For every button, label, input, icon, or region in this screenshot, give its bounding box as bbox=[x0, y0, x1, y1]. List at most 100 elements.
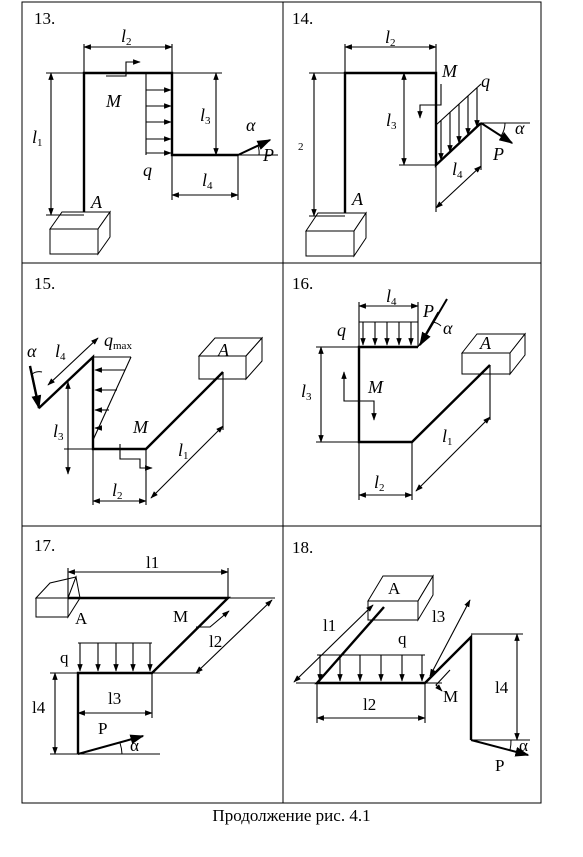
panel-number: 14. bbox=[292, 9, 313, 28]
dimensions bbox=[50, 568, 275, 755]
distributed-load-q bbox=[317, 654, 425, 682]
support-block-a bbox=[367, 574, 434, 622]
label-l3: l3 bbox=[386, 110, 397, 132]
label-alpha: α bbox=[246, 115, 256, 135]
moment-m bbox=[196, 610, 230, 628]
label-l4: l4 bbox=[202, 170, 213, 192]
moment-m bbox=[435, 669, 451, 692]
force-p bbox=[417, 298, 448, 348]
panel-17: 17. bbox=[32, 536, 275, 755]
label-p: P bbox=[98, 719, 107, 738]
moment-m bbox=[417, 84, 442, 119]
panel-18: 18. bbox=[292, 538, 530, 775]
force-p bbox=[237, 139, 278, 156]
support-block-a bbox=[305, 211, 367, 258]
label-p: P bbox=[492, 144, 504, 164]
force-p bbox=[480, 122, 530, 144]
dimensions bbox=[46, 44, 239, 216]
label-a: A bbox=[217, 340, 230, 360]
panel-15: 15. bbox=[27, 274, 264, 505]
support-block-a bbox=[49, 210, 111, 256]
label-l3: l3 bbox=[200, 105, 211, 127]
dimensions bbox=[309, 44, 482, 217]
label-a: A bbox=[75, 609, 88, 628]
label-p: P bbox=[422, 301, 434, 321]
panel-number: 16. bbox=[292, 274, 313, 293]
label-q: q bbox=[481, 71, 490, 91]
moment-m bbox=[341, 371, 377, 421]
force-p bbox=[77, 734, 160, 755]
panel-number: 17. bbox=[34, 536, 55, 555]
label-m: M bbox=[367, 377, 384, 397]
label-l1: l1 bbox=[323, 616, 336, 635]
label-alpha: α bbox=[515, 118, 525, 138]
label-p: P bbox=[495, 756, 504, 775]
label-alpha: α bbox=[443, 318, 453, 338]
figure-caption: Продолжение рис. 4.1 bbox=[212, 806, 371, 825]
dimensions bbox=[47, 337, 224, 505]
label-m: M bbox=[132, 417, 149, 437]
label-l1: l1 bbox=[146, 553, 159, 572]
panel-number: 18. bbox=[292, 538, 313, 557]
label-m: M bbox=[173, 607, 188, 626]
label-l1: l1 bbox=[178, 440, 189, 462]
panel-number: 13. bbox=[34, 9, 55, 28]
label-l4: l4 bbox=[32, 698, 46, 717]
distributed-load-q bbox=[145, 73, 172, 156]
label-l4: l4 bbox=[55, 341, 66, 363]
label-l2: l2 bbox=[374, 472, 385, 494]
label-l4: l4 bbox=[452, 159, 463, 181]
label-alpha: α bbox=[519, 736, 528, 755]
support-block-a bbox=[460, 332, 527, 376]
moment-m bbox=[106, 59, 141, 77]
label-l4: l4 bbox=[386, 286, 397, 308]
label-alpha: α bbox=[27, 341, 37, 361]
label-l2: l2 bbox=[363, 695, 376, 714]
label-l3: l3 bbox=[108, 689, 121, 708]
label-l3: l3 bbox=[301, 381, 312, 403]
force-p bbox=[470, 739, 530, 757]
label-m: M bbox=[443, 687, 458, 706]
support-block-a bbox=[34, 575, 81, 619]
label-m: M bbox=[441, 61, 458, 81]
label-l2: l2 bbox=[385, 27, 396, 49]
label-side: 2 bbox=[298, 141, 304, 153]
frame bbox=[343, 71, 482, 213]
panel-14: 14. bbox=[292, 9, 530, 258]
panel-number: 15. bbox=[34, 274, 55, 293]
dimensions bbox=[316, 302, 491, 500]
label-l3: l3 bbox=[432, 607, 445, 626]
label-m: M bbox=[105, 91, 122, 111]
support-block-a bbox=[197, 336, 264, 381]
label-l1: l1 bbox=[32, 127, 43, 149]
label-l4: l4 bbox=[495, 678, 509, 697]
label-q: q bbox=[143, 160, 152, 180]
label-qmax: qmax bbox=[104, 330, 132, 352]
force-alpha bbox=[29, 365, 43, 410]
label-q: q bbox=[337, 320, 346, 340]
panel-16: 16. bbox=[292, 274, 527, 500]
moment-m bbox=[119, 444, 153, 471]
label-alpha: α bbox=[130, 736, 139, 755]
label-a: A bbox=[479, 333, 492, 353]
panel-13: 13. bbox=[32, 9, 278, 256]
label-a: A bbox=[351, 189, 364, 209]
label-q: q bbox=[398, 629, 407, 648]
frame bbox=[68, 596, 231, 754]
label-l3: l3 bbox=[53, 421, 64, 443]
label-a: A bbox=[388, 579, 401, 598]
distributed-load-q bbox=[359, 321, 418, 346]
distributed-load-qmax bbox=[92, 356, 132, 441]
distributed-load-q bbox=[77, 642, 153, 672]
label-l2: l2 bbox=[112, 480, 123, 502]
label-p: P bbox=[262, 145, 274, 165]
label-l2: l2 bbox=[209, 632, 222, 651]
label-l2: l2 bbox=[121, 26, 132, 48]
label-q: q bbox=[60, 648, 69, 667]
dimensions bbox=[293, 599, 523, 741]
label-a: A bbox=[90, 192, 103, 212]
label-l1: l1 bbox=[442, 426, 453, 448]
distributed-load-q bbox=[435, 83, 482, 161]
panel-grid bbox=[21, 1, 542, 804]
